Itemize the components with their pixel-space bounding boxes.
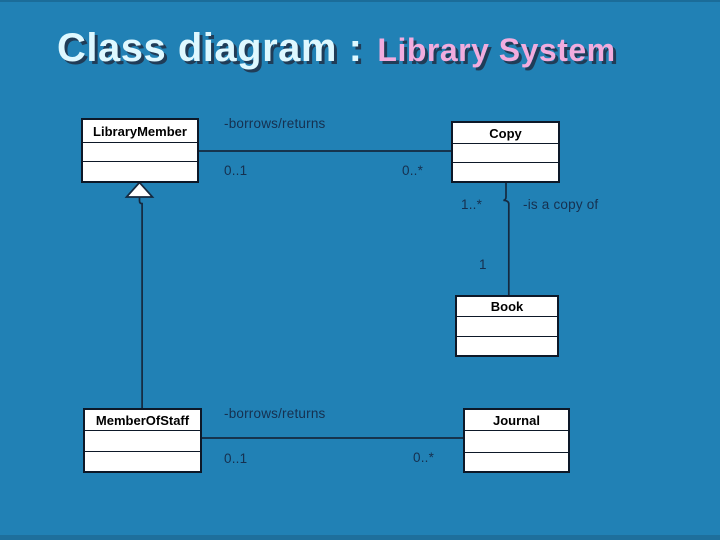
multiplicity-label: 0..1 [224,451,248,466]
association-role-label: -is a copy of [523,197,599,212]
attributes-compartment [85,431,200,452]
multiplicity-label: 0..* [413,450,435,465]
association-role-label: -borrows/returns [224,406,326,421]
multiplicity-label: 1..* [461,197,483,212]
multiplicity-label: 0..1 [224,163,248,178]
title-accent: Library System [377,32,616,68]
class-box-librarymember: LibraryMember [81,118,199,183]
slide-top-edge [0,0,720,2]
generalization-line [138,197,143,408]
generalization-triangle-icon [124,181,155,198]
class-name: LibraryMember [83,120,197,143]
operations-compartment [85,452,200,471]
class-name: Copy [453,123,558,144]
attributes-compartment [457,317,557,337]
title-main: Class diagram : [57,26,363,70]
class-box-memberofstaff: MemberOfStaff [83,408,202,473]
attributes-compartment [453,144,558,163]
class-box-journal: Journal [463,408,570,473]
multiplicity-label: 0..* [402,163,424,178]
slide-title: Class diagram : Library System [57,26,616,71]
slide-bottom-edge [0,535,720,540]
class-box-copy: Copy [451,121,560,183]
class-name: Book [457,297,557,317]
association-role-label: -borrows/returns [224,116,326,131]
class-name: MemberOfStaff [85,410,200,431]
attributes-compartment [465,431,568,453]
operations-compartment [465,453,568,471]
multiplicity-label: 1 [479,257,487,272]
operations-compartment [83,162,197,181]
attributes-compartment [83,143,197,162]
association-line-copy-book [503,182,510,295]
class-box-book: Book [455,295,559,357]
class-name: Journal [465,410,568,431]
operations-compartment [457,337,557,355]
operations-compartment [453,163,558,181]
